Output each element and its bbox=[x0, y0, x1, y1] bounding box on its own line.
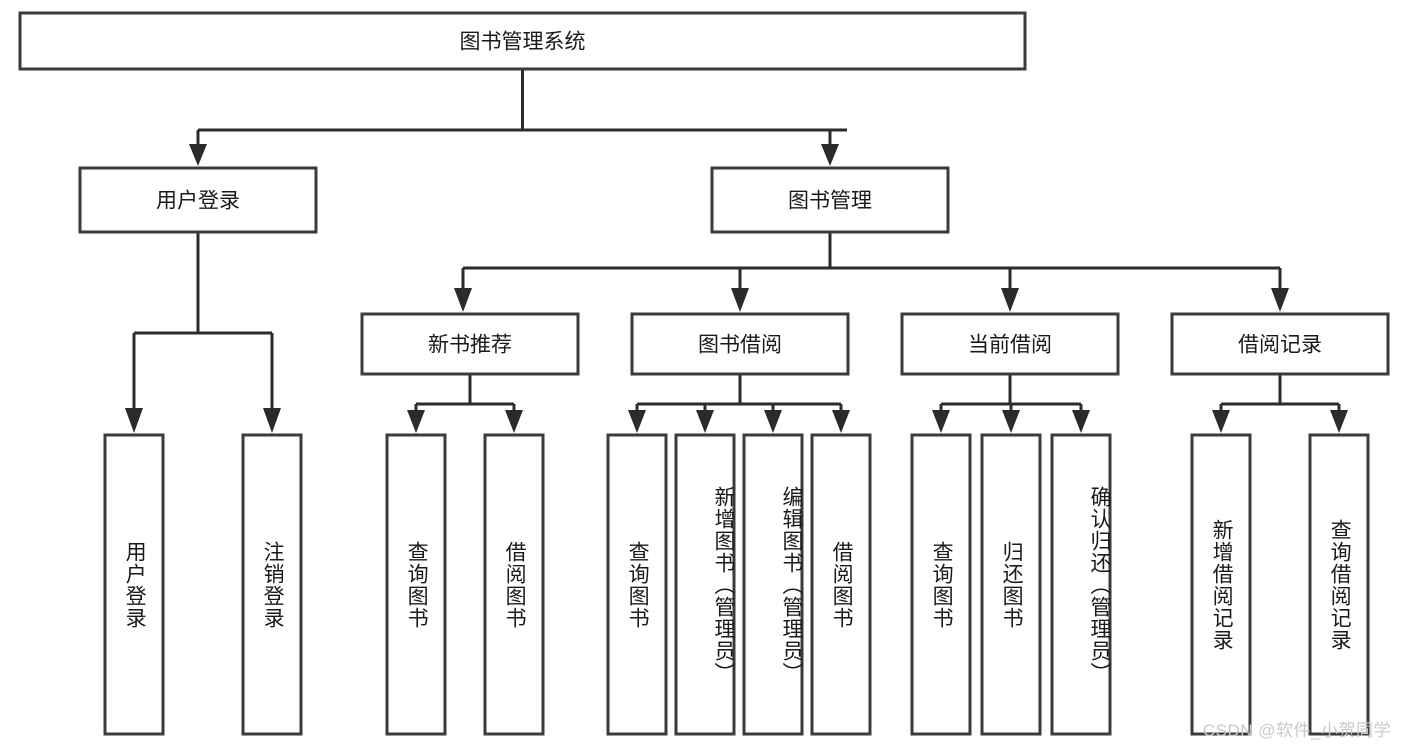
leaf-add-book-admin-box[interactable] bbox=[674, 433, 736, 736]
connector-group-bookborrow-to-leaves bbox=[628, 374, 850, 433]
node-borrow-record-label: 借阅记录 bbox=[1238, 334, 1322, 357]
connector-group-userlogin-to-leaves bbox=[125, 232, 281, 433]
node-current-borrow[interactable]: 当前借阅 bbox=[900, 312, 1120, 376]
leaf-borrow-book-2-box[interactable] bbox=[810, 433, 872, 736]
node-root-system-box bbox=[18, 11, 1027, 71]
node-new-book-recommend[interactable]: 新书推荐 bbox=[360, 312, 580, 376]
connector-group-bookmgmt-to-level3 bbox=[454, 232, 1289, 312]
node-user-login[interactable]: 用户登录 bbox=[78, 166, 318, 234]
node-book-borrow[interactable]: 图书借阅 bbox=[630, 312, 850, 376]
leaf-confirm-return-admin-box[interactable] bbox=[1050, 433, 1112, 736]
node-book-borrow-label: 图书借阅 bbox=[698, 334, 782, 357]
node-book-management-box bbox=[710, 166, 950, 234]
leaf-add-borrow-record-box[interactable] bbox=[1190, 433, 1252, 736]
leaf-borrow-book-1-box[interactable] bbox=[483, 433, 545, 736]
node-new-book-recommend-label: 新书推荐 bbox=[428, 334, 512, 357]
leaf-return-book-box[interactable] bbox=[980, 433, 1042, 736]
leaf-query-borrow-record-box[interactable] bbox=[1308, 433, 1370, 736]
leaf-query-book-3-box[interactable] bbox=[910, 433, 972, 736]
node-book-management-label: 图书管理 bbox=[788, 190, 872, 213]
node-current-borrow-box bbox=[900, 312, 1120, 376]
leaf-edit-book-admin-box[interactable] bbox=[742, 433, 804, 736]
node-new-book-recommend-box bbox=[360, 312, 580, 376]
connector-group-newbook-to-leaves bbox=[407, 374, 523, 433]
node-book-management[interactable]: 图书管理 bbox=[710, 166, 950, 234]
node-user-login-label: 用户登录 bbox=[156, 190, 240, 213]
node-borrow-record-box bbox=[1170, 312, 1390, 376]
node-root-system-label: 图书管理系统 bbox=[460, 31, 586, 54]
node-root-system[interactable]: 图书管理系统 bbox=[18, 11, 1027, 71]
node-borrow-record[interactable]: 借阅记录 bbox=[1170, 312, 1390, 376]
connector-group-root-to-level2 bbox=[189, 69, 847, 166]
leaf-boxes bbox=[103, 433, 1370, 736]
connector-group-currentborrow-to-leaves bbox=[932, 374, 1090, 433]
watermark-text: CSDN @软件_小贺同学 bbox=[1202, 721, 1391, 740]
leaf-query-book-1-box[interactable] bbox=[385, 433, 447, 736]
node-book-borrow-box bbox=[630, 312, 850, 376]
leaf-user-login-box[interactable] bbox=[103, 433, 165, 736]
leaf-logout-login-box[interactable] bbox=[241, 433, 303, 736]
leaf-query-book-2-box[interactable] bbox=[606, 433, 668, 736]
node-user-login-box bbox=[78, 166, 318, 234]
connector-group-borrowrecord-to-leaves bbox=[1212, 374, 1348, 433]
node-current-borrow-label: 当前借阅 bbox=[968, 334, 1052, 357]
